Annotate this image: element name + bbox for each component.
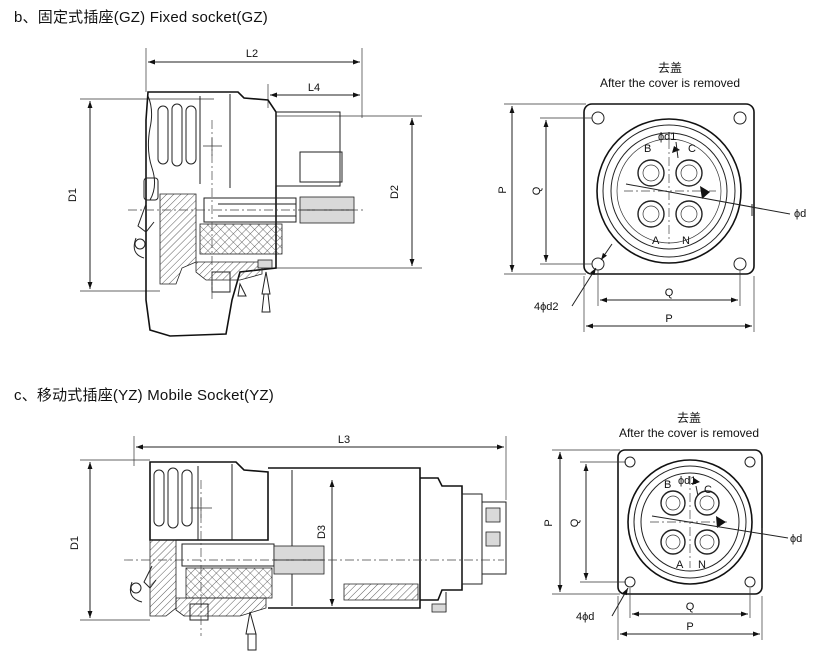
dimension-L3: L3 xyxy=(133,434,507,500)
pin-label-B-mobile: B xyxy=(664,479,671,491)
label-L2: L2 xyxy=(246,48,258,60)
label-Q-vertical-mobile: Q xyxy=(569,518,581,527)
dimension-L2: L2 xyxy=(145,48,363,118)
mobile-socket-side-view: L3 D1 D3 xyxy=(69,434,507,651)
pin-label-N: N xyxy=(682,235,690,247)
fixed-socket-body xyxy=(128,91,366,337)
cover-removed-cn-mobile: 去盖 xyxy=(677,411,701,425)
mount-hole xyxy=(591,111,605,125)
label-hole-4phid: 4ϕd xyxy=(576,611,594,623)
label-phi-d-mobile: ϕd xyxy=(790,533,802,545)
dimension-D2: D2 xyxy=(276,115,422,269)
dimension-D3: D3 xyxy=(316,480,335,606)
flange-plate xyxy=(583,103,755,275)
label-Q-horizontal: Q xyxy=(665,287,674,299)
label-Q-horizontal-mobile: Q xyxy=(686,601,695,613)
label-phi-d1-mobile: ϕd1 xyxy=(678,475,696,487)
pin-C-mobile xyxy=(694,490,720,516)
dimension-D1-mobile: D1 xyxy=(69,459,150,621)
socket-outer-ring-mobile xyxy=(627,459,753,585)
pin-label-A: A xyxy=(652,235,660,247)
pin-A xyxy=(637,200,665,228)
label-P-vertical-mobile: P xyxy=(543,519,555,526)
pin-label-B: B xyxy=(644,143,651,155)
pin-C xyxy=(675,159,703,187)
pin-N xyxy=(675,200,703,228)
mount-hole xyxy=(591,257,605,271)
section-heading-mobile-socket: c、移动式插座(YZ) Mobile Socket(YZ) xyxy=(14,387,274,404)
label-P-vertical: P xyxy=(497,186,509,193)
label-L4: L4 xyxy=(308,82,320,94)
key-notch xyxy=(700,186,710,199)
label-D1-mobile: D1 xyxy=(69,536,81,550)
mount-hole xyxy=(733,257,747,271)
flange-plate-mobile xyxy=(617,449,763,595)
label-D1: D1 xyxy=(67,188,79,202)
label-D3: D3 xyxy=(316,525,328,539)
pin-B xyxy=(637,159,665,187)
label-hole-4phid2: 4ϕd2 xyxy=(534,301,559,313)
label-Q-vertical: Q xyxy=(531,186,543,195)
mount-hole xyxy=(733,111,747,125)
socket-outer-ring xyxy=(596,118,742,264)
leader-phi-d xyxy=(625,183,791,215)
pin-label-C-mobile: C xyxy=(704,484,712,496)
pin-B-mobile xyxy=(660,490,686,516)
cover-removed-en-mobile: After the cover is removed xyxy=(619,426,759,440)
dimension-L4: L4 xyxy=(267,82,360,108)
fixed-socket-front-view: 去盖 After the cover is removed xyxy=(497,61,806,332)
mobile-socket-front-view: 去盖 After the cover is removed B xyxy=(543,411,802,640)
pin-label-C: C xyxy=(688,143,696,155)
label-P-horizontal: P xyxy=(665,313,672,325)
pin-label-A-mobile: A xyxy=(676,559,684,571)
pin-N-mobile xyxy=(694,529,720,555)
label-P-horizontal-mobile: P xyxy=(686,621,693,633)
label-D2: D2 xyxy=(389,185,401,199)
cover-removed-en: After the cover is removed xyxy=(600,76,740,90)
label-phi-d1: ϕd1 xyxy=(658,131,676,143)
label-phi-d: ϕd xyxy=(794,208,806,220)
label-L3: L3 xyxy=(338,434,350,446)
pin-A-mobile xyxy=(660,529,686,555)
section-heading-fixed-socket: b、固定式插座(GZ) Fixed socket(GZ) xyxy=(14,9,268,26)
cover-removed-cn: 去盖 xyxy=(658,61,682,75)
fixed-socket-side-view: L2 L4 D1 D2 xyxy=(67,48,422,337)
mobile-socket-body xyxy=(124,461,507,651)
pin-label-N-mobile: N xyxy=(698,559,706,571)
